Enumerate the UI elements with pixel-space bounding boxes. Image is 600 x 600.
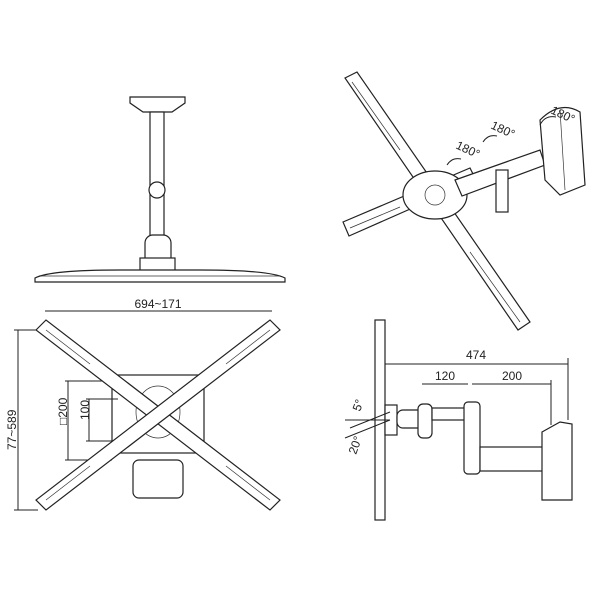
iso-elbow <box>495 169 509 213</box>
ceiling-side-view <box>34 96 286 283</box>
vesa-inner-label: 100 <box>78 400 92 420</box>
wall-plate-side <box>541 421 573 501</box>
rotation-label-2: 180° <box>489 118 518 141</box>
joint-1 <box>417 403 433 439</box>
joint-2 <box>463 401 481 475</box>
tilt-down-label: 20° <box>346 434 365 456</box>
ball-joint <box>148 181 166 199</box>
arm2-label: 200 <box>502 369 522 383</box>
arm1-label: 120 <box>435 369 455 383</box>
wall-arm-front <box>132 459 184 499</box>
height-label: 77~589 <box>5 409 19 450</box>
vesa-plate <box>402 170 468 220</box>
side-view: 474 120 200 5° 20° <box>344 319 573 521</box>
front-view: 694~171 77~589 □200 100 <box>5 297 281 511</box>
arm-2 <box>479 446 545 472</box>
tilt-up-label: 5° <box>350 397 367 413</box>
rotation-label-1: 180° <box>454 138 483 161</box>
isometric-view: 180° 180° 180° <box>342 71 586 331</box>
pole <box>149 111 165 241</box>
width-label: 694~171 <box>134 297 181 311</box>
depth-label: 474 <box>466 348 486 362</box>
vesa-outer-label: □200 <box>56 397 70 425</box>
bracket-arm-2 <box>35 319 281 511</box>
ceiling-plate <box>129 96 186 113</box>
